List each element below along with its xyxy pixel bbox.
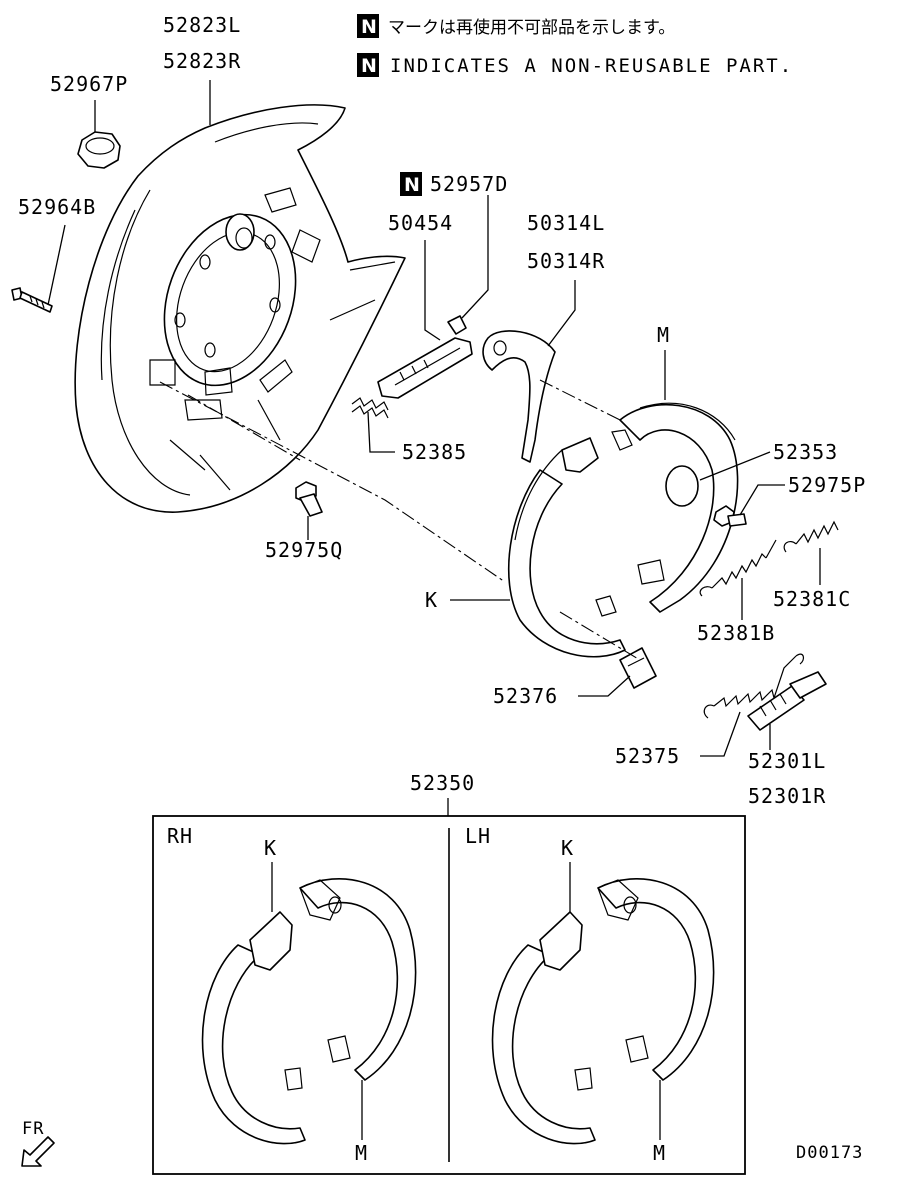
label-52381c: 52381C (773, 587, 851, 611)
spring-52381c-drawing (783, 520, 839, 553)
label-52975p: 52975P (788, 473, 866, 497)
clip-52376-drawing (619, 647, 657, 689)
shoe-m-drawing (611, 402, 739, 613)
spring-52385-drawing (351, 397, 389, 419)
front-arrow-icon (21, 1136, 55, 1167)
shoe-kit-box: RH LH K M K M (152, 815, 746, 1175)
kit-frame (152, 815, 746, 1175)
assembly-line (187, 394, 301, 461)
lh-shoe-pair-drawing (491, 878, 715, 1145)
label-52967p: 52967P (50, 72, 128, 96)
label-52350: 52350 (410, 771, 475, 795)
kit-rh-label: RH (167, 824, 193, 848)
label-50454: 50454 (388, 211, 453, 235)
note-japanese: N マークは再使用不可部品を示します。 (357, 14, 675, 38)
label-52957d: N 52957D (400, 172, 508, 196)
bolt-52964b-drawing (11, 287, 53, 313)
label-50314r: 50314R (527, 249, 605, 273)
badge-letter: N (361, 16, 377, 38)
diagram-id: D00173 (796, 1143, 863, 1163)
kit-lh-label: LH (465, 824, 491, 848)
badge-letter: N (361, 55, 377, 77)
shoe-k-drawing (507, 437, 626, 658)
label-52823r: 52823R (163, 49, 241, 73)
label-52975q: 52975Q (265, 538, 343, 562)
badge-letter: N (404, 174, 420, 196)
kit-lh-k-label: K (561, 836, 574, 860)
spring-52381b-drawing (699, 539, 777, 597)
label-52375: 52375 (615, 744, 680, 768)
label-52301l: 52301L (748, 749, 826, 773)
assembly-line (559, 611, 641, 661)
label-52301r: 52301R (748, 784, 826, 808)
bolt-52975q-drawing (295, 481, 323, 517)
note-japanese-text: マークは再使用不可部品を示します。 (388, 17, 675, 38)
label-shoe-m: M (657, 323, 670, 347)
nut-52967p-drawing (77, 131, 121, 169)
label-50314l: 50314L (527, 211, 605, 235)
label-52376: 52376 (493, 684, 558, 708)
label-52385: 52385 (402, 440, 467, 464)
pin-52975p-drawing (713, 505, 747, 527)
adjuster-52301-drawing (747, 671, 827, 731)
label-52381b: 52381B (697, 621, 775, 645)
note-english-text: INDICATES A NON-REUSABLE PART. (390, 55, 793, 77)
rh-shoe-pair-drawing (201, 878, 417, 1145)
front-direction-label: FR (22, 1119, 44, 1139)
label-shoe-k: K (425, 588, 438, 612)
assembly-line (159, 381, 506, 583)
note-english: N INDICATES A NON-REUSABLE PART. (357, 53, 793, 77)
label-52353: 52353 (773, 440, 838, 464)
non-reusable-badge-icon (357, 14, 379, 38)
leader-lines (47, 80, 821, 816)
non-reusable-badge-icon (357, 53, 379, 77)
label-52957d-text: 52957D (430, 172, 508, 196)
kit-rh-m-label: M (355, 1141, 368, 1165)
kit-rh-k-label: K (264, 836, 277, 860)
backing-plate-drawing (74, 104, 406, 513)
non-reusable-badge-icon (400, 172, 422, 196)
label-52964b: 52964B (18, 195, 96, 219)
label-52823l: 52823L (163, 13, 241, 37)
lever-50314-drawing (482, 330, 556, 463)
adjuster-50454-drawing (377, 315, 473, 399)
assembly-line (539, 379, 621, 421)
kit-lh-m-label: M (653, 1141, 666, 1165)
